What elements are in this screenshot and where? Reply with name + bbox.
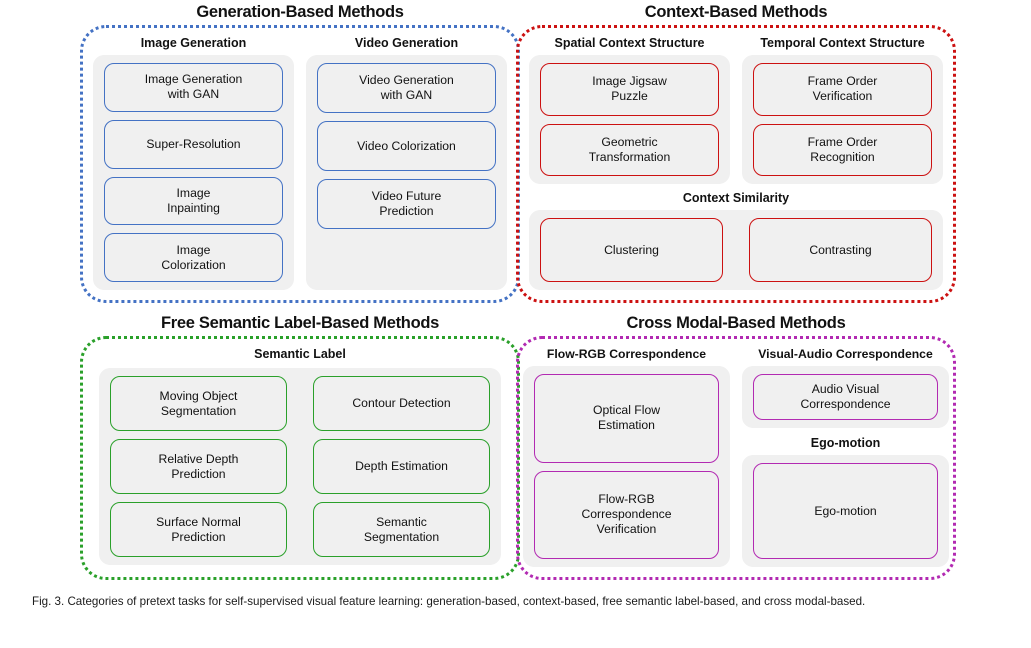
group-context-similarity: Context Similarity Clustering Contrastin… (529, 189, 943, 290)
quadrant-free-semantic-label-based: Free Semantic Label-Based Methods Semant… (80, 313, 520, 581)
node-contrasting[interactable]: Contrasting (749, 218, 932, 282)
group-title-visual-audio-correspondence: Visual-Audio Correspondence (758, 347, 933, 361)
group-visual-audio-and-ego-motion: Visual-Audio Correspondence Audio Visual… (742, 345, 949, 567)
node-super-resolution[interactable]: Super-Resolution (104, 119, 283, 169)
node-depth-estimation[interactable]: Depth Estimation (313, 439, 490, 494)
group-title-context-similarity: Context Similarity (682, 191, 790, 205)
node-clustering[interactable]: Clustering (540, 218, 723, 282)
node-contour-detection[interactable]: Contour Detection (313, 376, 490, 431)
group-title-image-generation: Image Generation (140, 36, 247, 50)
quadrant-title-crossmodal: Cross Modal-Based Methods (626, 314, 846, 332)
quadrant-title-generation: Generation-Based Methods (196, 3, 404, 21)
figure-caption: Fig. 3. Categories of pretext tasks for … (32, 595, 866, 608)
group-title-semantic-label: Semantic Label (254, 347, 346, 361)
group-title-temporal-context-structure: Temporal Context Structure (760, 36, 925, 50)
group-title-spatial-context-structure: Spatial Context Structure (554, 36, 705, 50)
quadrant-cross-modal-based: Cross Modal-Based Methods Flow-RGB Corre… (516, 313, 956, 581)
group-title-ego-motion: Ego-motion (810, 436, 881, 450)
group-panel-context-similarity: Clustering Contrasting (529, 210, 943, 290)
group-title-flow-rgb-correspondence: Flow-RGB Correspondence (546, 347, 707, 361)
figure-canvas: Generation-Based Methods Image Generatio… (80, 2, 956, 581)
quadrant-context-based: Context-Based Methods Spatial Context St… (516, 2, 956, 304)
quadrant-generation-based: Generation-Based Methods Image Generatio… (80, 2, 520, 304)
node-video-colorization[interactable]: Video Colorization (317, 121, 496, 171)
group-title-video-generation: Video Generation (354, 36, 459, 50)
quadrant-title-semantic: Free Semantic Label-Based Methods (160, 314, 439, 332)
node-ego-motion[interactable]: Ego-motion (753, 463, 938, 559)
quadrant-title-context: Context-Based Methods (644, 3, 828, 21)
group-panel-ego-motion: Ego-motion (742, 455, 949, 567)
